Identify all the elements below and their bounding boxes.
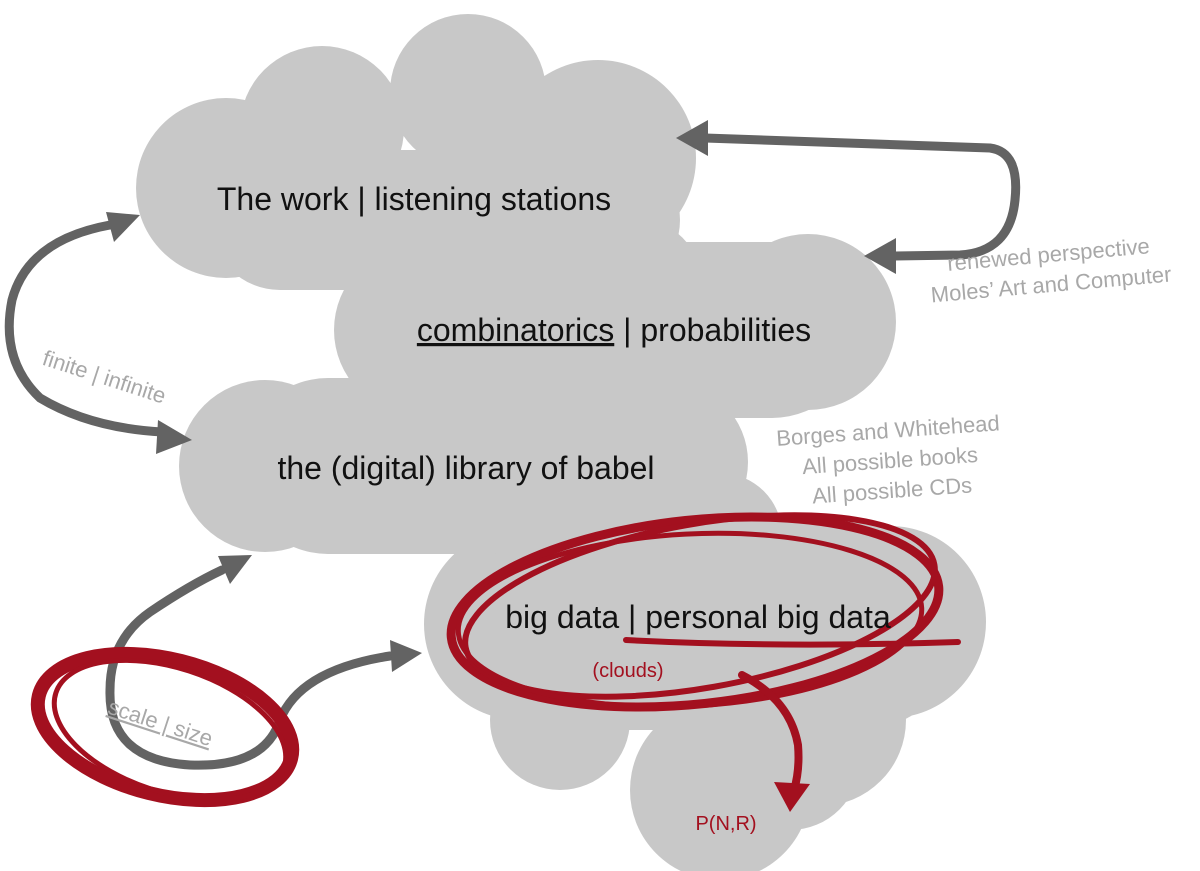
cloud-combinatorics xyxy=(334,220,896,418)
bigdata-left: big data | xyxy=(505,599,645,635)
combinatorics-rest: | probabilities xyxy=(614,312,811,348)
scale-circle-inner xyxy=(51,657,289,803)
scale-to-bigdata-arrowhead xyxy=(390,640,422,672)
pnr-arrowhead xyxy=(774,782,810,812)
gray-arrows xyxy=(4,120,1021,770)
scale-to-library-arrowhead xyxy=(218,555,252,584)
moles-loop-arrowhead-bottom xyxy=(864,238,896,274)
pnr-arrow xyxy=(738,671,803,794)
cloud-pnr xyxy=(630,690,860,871)
moles-loop-arrowhead-top xyxy=(676,120,708,156)
clouds-sub-label: (clouds) xyxy=(592,660,663,682)
combinatorics-underlined: combinatorics xyxy=(417,312,614,348)
bigdata-circle-third xyxy=(455,530,925,710)
finite-loop-arrow xyxy=(4,220,167,437)
moles-note: renewed perspective Moles’ Art and Compu… xyxy=(930,233,1173,307)
borges-line3: All possible CDs xyxy=(811,472,973,508)
finite-loop-arrowhead-top xyxy=(106,212,140,242)
library-label: the (digital) library of babel xyxy=(277,450,654,486)
finite-label: finite | infinite xyxy=(40,345,169,408)
work-label: The work | listening stations xyxy=(217,181,611,217)
red-annotations xyxy=(30,512,961,812)
cloud-work xyxy=(136,14,696,290)
combinatorics-label: combinatorics | probabilities xyxy=(417,312,811,348)
borges-note: Borges and Whitehead All possible books … xyxy=(775,410,1000,508)
scale-circle-outer xyxy=(30,646,300,808)
bigdata-label: big data | personal big data xyxy=(505,599,891,635)
personal-underline xyxy=(623,637,961,648)
finite-loop-arrowhead-bottom xyxy=(156,420,192,454)
scale-to-bigdata-arrow xyxy=(105,651,395,770)
bigdata-right: personal big data xyxy=(645,599,891,635)
pnr-label: P(N,R) xyxy=(695,813,756,835)
moles-loop-arrow xyxy=(700,133,1021,261)
